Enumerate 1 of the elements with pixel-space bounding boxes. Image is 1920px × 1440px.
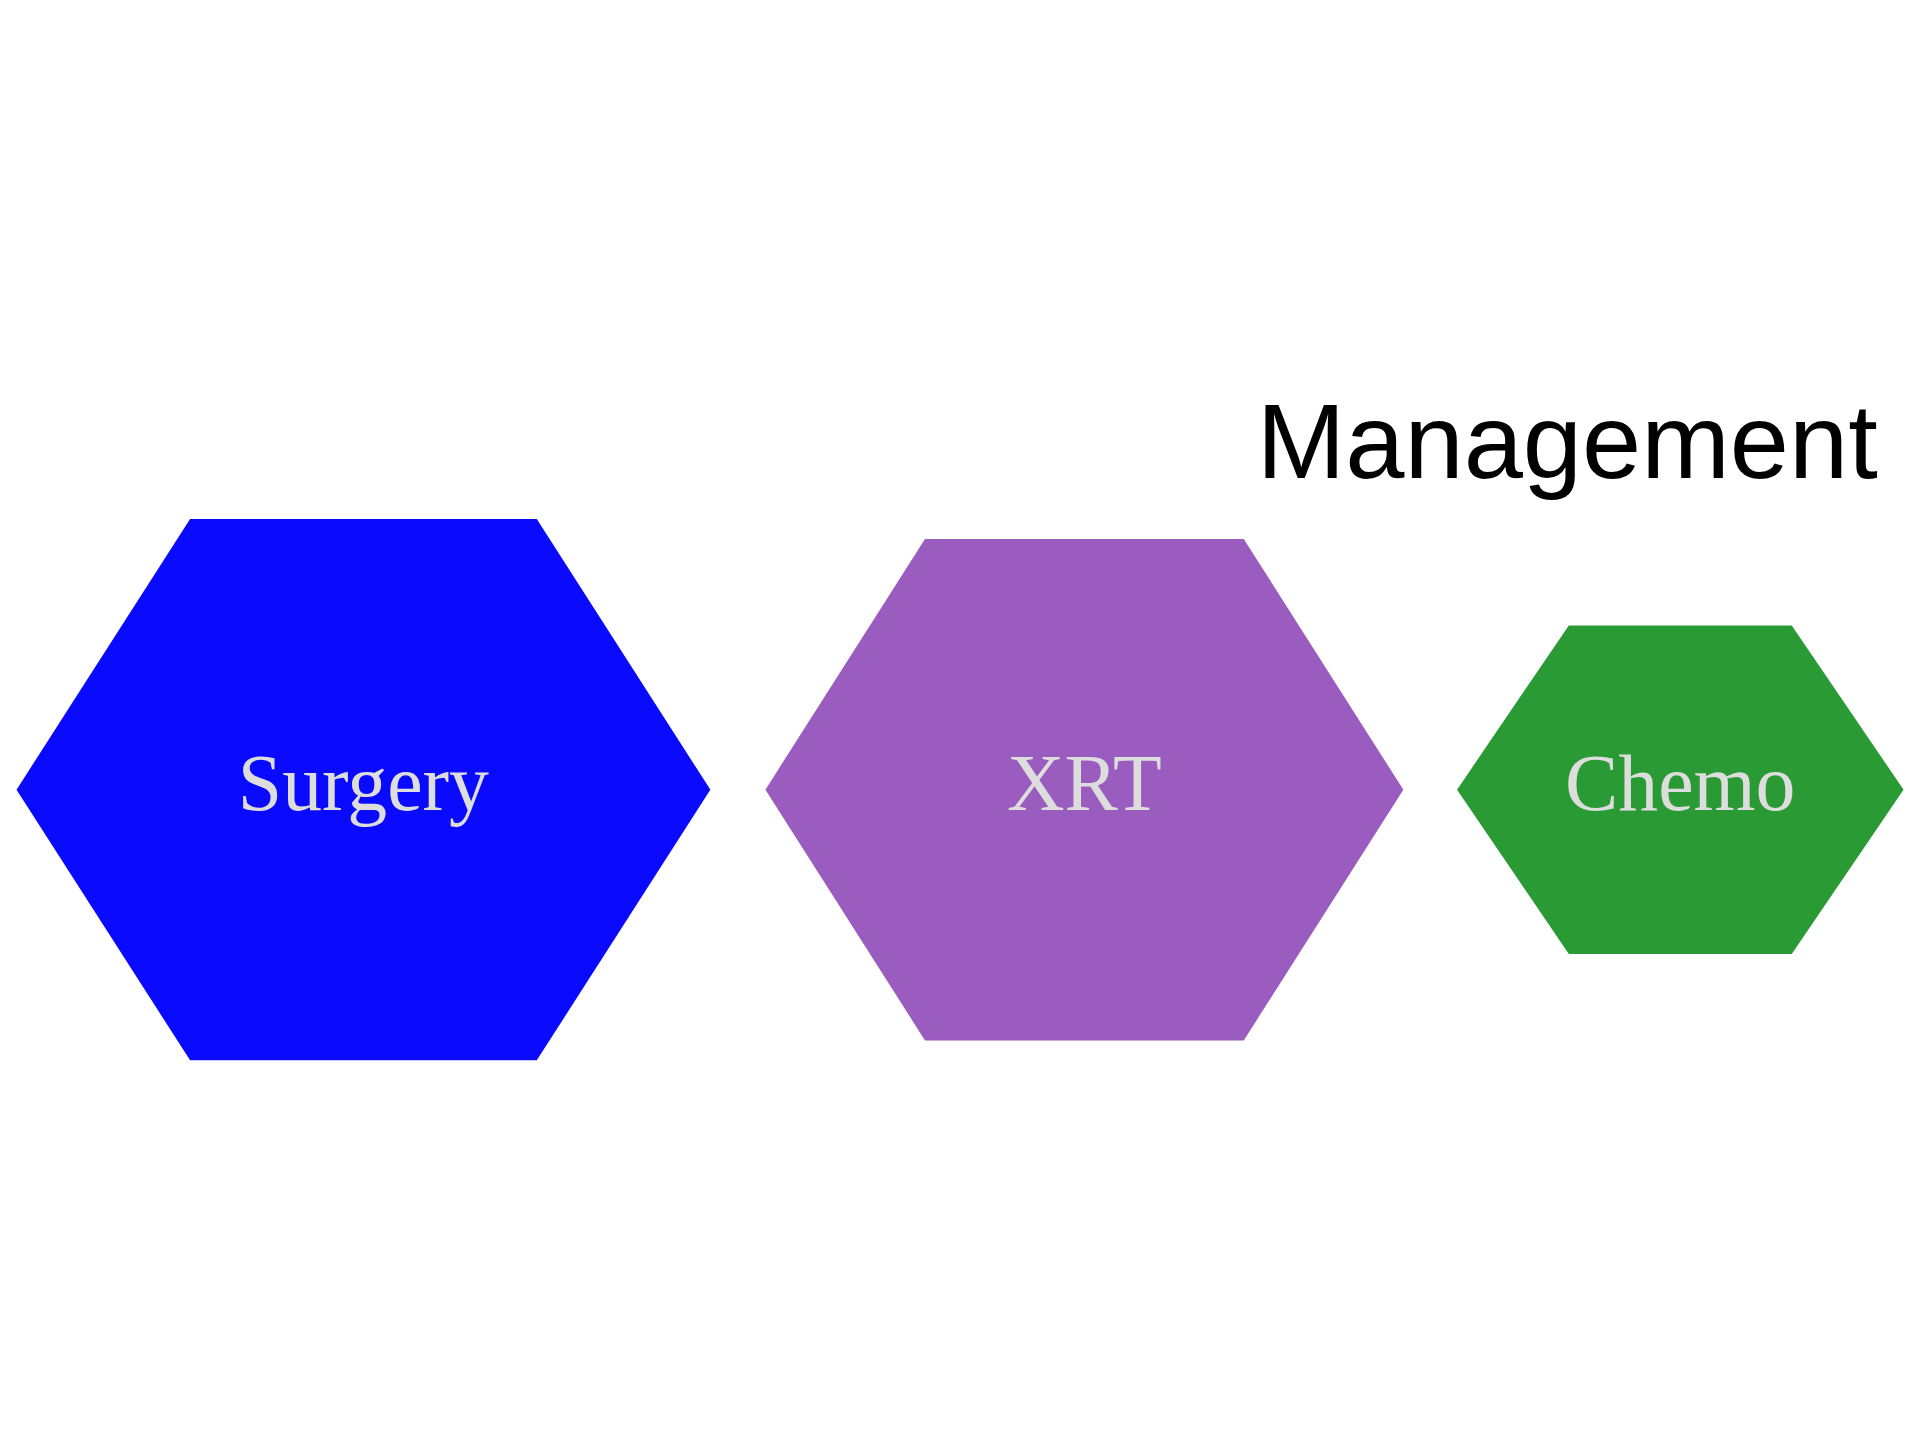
diagram-title: Management (1256, 381, 1878, 501)
